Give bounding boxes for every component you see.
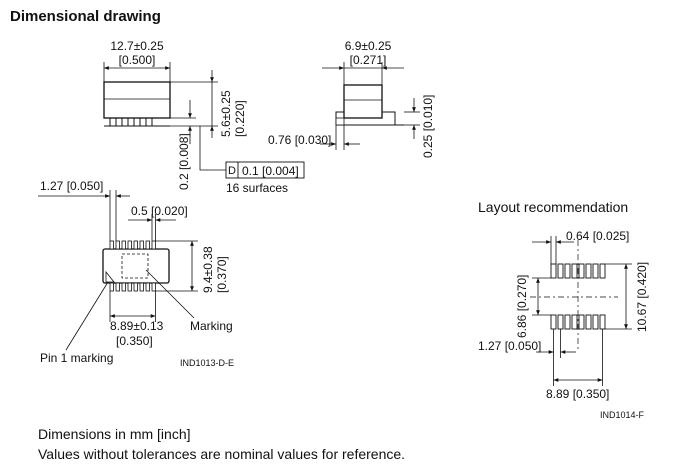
end-lead-length: 0.76 [0.030] [268,133,331,147]
top-height-in: [0.370] [215,256,229,293]
top-lead-width: 0.5 [0.020] [131,204,188,218]
page-title: Dimensional drawing [10,8,161,25]
top-span-in: [0.350] [116,334,153,348]
layout-title: Layout recommendation [478,199,629,215]
top-pitch: 1.27 [0.050] [40,179,103,193]
top-height-mm: 9.4±0.38 [201,246,215,293]
flatness-surfaces: 16 surfaces [226,181,288,195]
side-standoff: 0.2 [0.008] [177,133,191,190]
top-ref: IND1013-D-E [180,358,234,368]
side-leads [104,118,170,127]
footer-line-2: Values without tolerances are nominal va… [38,446,406,462]
footer-line-1: Dimensions in mm [inch] [38,426,191,442]
layout-overall: 10.67 [0.420] [635,262,649,332]
pin1-triangle [105,270,115,283]
layout-span: 8.89 [0.350] [546,387,609,401]
side-body [103,81,171,119]
top-span-mm: 8.89±0.13 [110,319,164,333]
layout-ref: IND1014-F [600,410,645,420]
layout-pads-lower [550,314,606,330]
top-pin1-label: Pin 1 marking [40,351,113,365]
layout-pads-upper [550,263,606,279]
end-width-in: [0.271] [350,53,387,67]
top-leads-lower [109,282,156,292]
top-marking-area [121,253,149,279]
side-height-in: [0.220] [233,100,247,137]
flatness-symbol: D [228,165,236,177]
top-view: 1.27 [0.050] 0.5 [0.020] 9.4±0.38 [0.370… [38,179,234,368]
flatness-frame [225,161,305,179]
end-lead-thickness: 0.25 [0.010] [421,95,435,158]
layout-pad-width: 0.64 [0.025] [566,229,629,243]
layout-pitch: 1.27 [0.050] [478,339,541,353]
end-view: 6.9±0.25 [0.271] 0.76 [0.030] 0.25 [0.01… [268,39,435,158]
layout-pad-gap: 6.86 [0.270] [515,275,529,338]
end-body [343,84,383,119]
side-height-mm: 5.6±0.25 [219,90,233,137]
end-width-mm: 6.9±0.25 [345,39,392,53]
flatness-value: 0.1 [0.004] [242,164,299,178]
side-view: 12.7±0.25 [0.500] 5.6±0.25 [0.220] 0.2 [… [103,39,305,195]
top-marking-label: Marking [190,319,233,333]
side-width-mm: 12.7±0.25 [110,39,164,53]
side-width-in: [0.500] [119,53,156,67]
top-leads-upper [109,240,156,250]
layout-view: 0.64 [0.025] 6.86 [0.270] 10.67 [0.420] … [478,229,649,420]
